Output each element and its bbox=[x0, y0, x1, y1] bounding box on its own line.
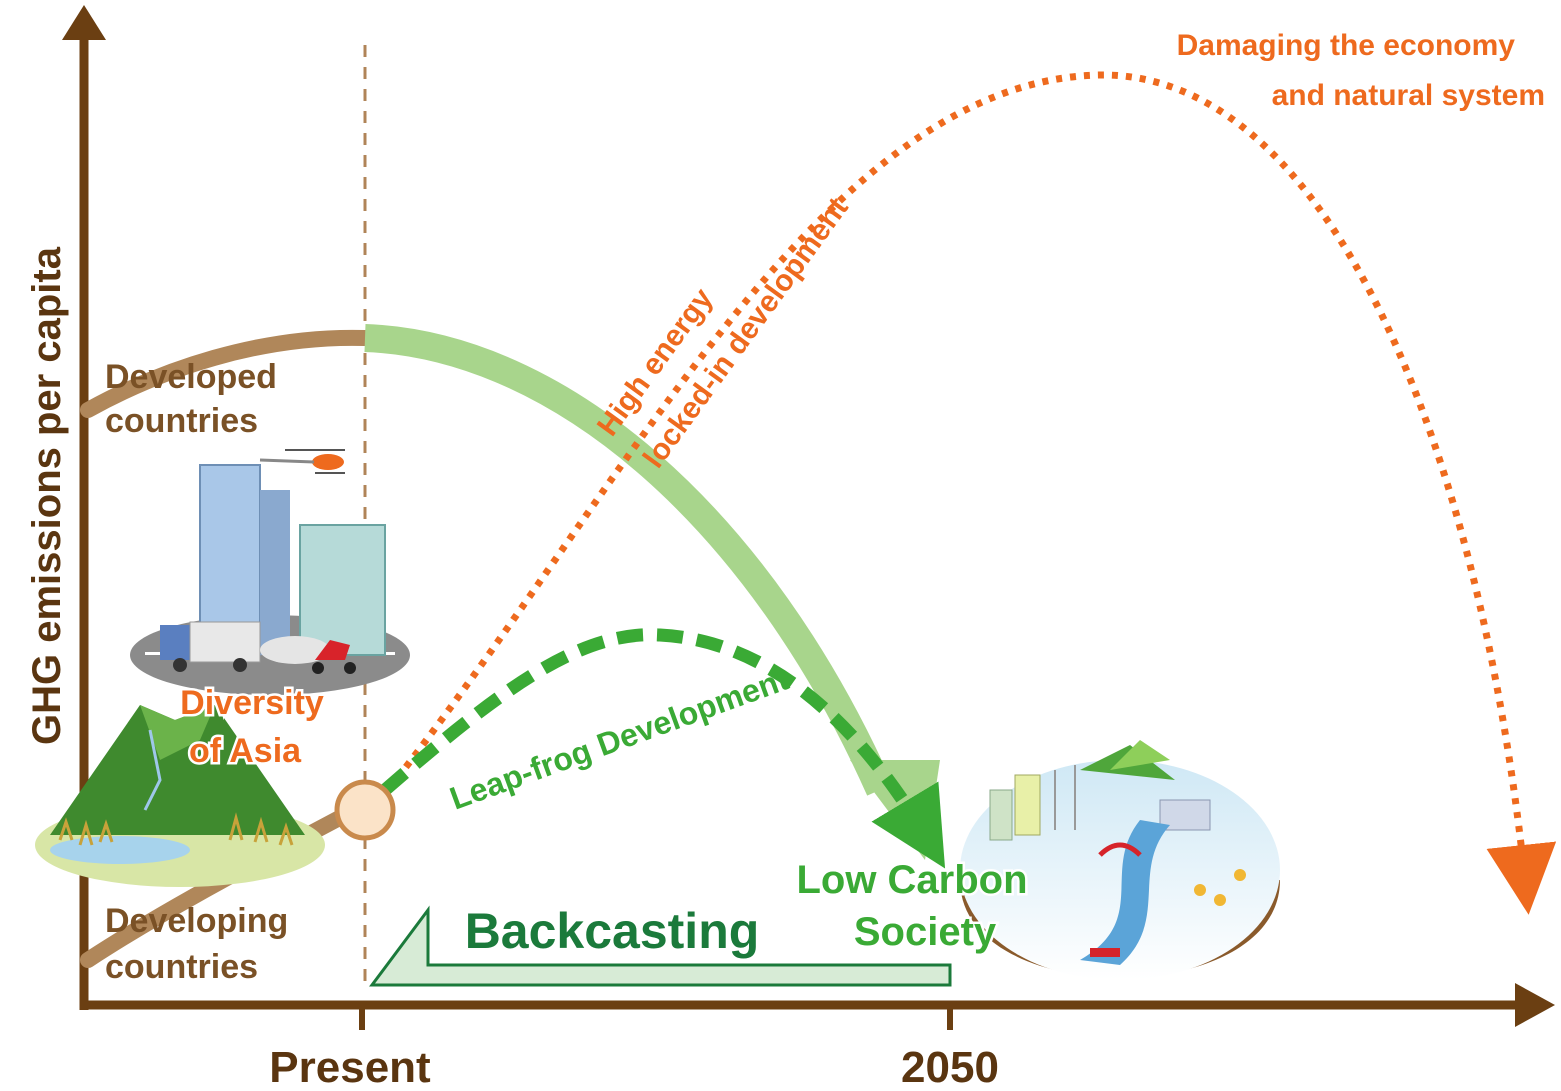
high-energy-path bbox=[377, 71, 1557, 915]
diversity-label-line2: of Asia bbox=[189, 732, 302, 770]
diversity-label-line1: Diversity bbox=[180, 684, 324, 722]
developing-label-line2: countries bbox=[105, 948, 258, 986]
developed-reduction-arrow bbox=[364, 324, 893, 796]
developed-label-line1: Developed bbox=[105, 358, 277, 396]
leapfrog-label: Leap-frog Development bbox=[445, 660, 793, 816]
damaging-label-line2: and natural system bbox=[1272, 79, 1545, 112]
low-carbon-label-line2: Society bbox=[854, 910, 997, 954]
developed-reduction-arrowhead bbox=[850, 760, 940, 860]
developed-label-line2: countries bbox=[105, 402, 258, 440]
y-axis-arrowhead bbox=[62, 5, 106, 40]
y-axis-label: GHG emissions per capita bbox=[25, 246, 69, 745]
damaging-label-line1: Damaging the economy bbox=[1177, 29, 1516, 62]
x-tick-present: Present bbox=[269, 1043, 431, 1091]
mountain-rice-field-icon bbox=[35, 705, 325, 887]
x-axis-arrowhead bbox=[1515, 983, 1555, 1027]
present-marker bbox=[334, 779, 396, 841]
backcasting-arrow bbox=[369, 905, 952, 987]
x-tick-2050: 2050 bbox=[901, 1043, 999, 1091]
low-carbon-label-line1: Low Carbon bbox=[796, 858, 1027, 902]
leapfrog-path bbox=[380, 628, 946, 869]
backcasting-label: Backcasting bbox=[465, 903, 760, 959]
developed-curve bbox=[80, 329, 373, 418]
low-carbon-city-icon bbox=[960, 740, 1280, 980]
developing-label-line1: Developing bbox=[105, 902, 288, 940]
city-traffic-icon bbox=[130, 464, 410, 695]
helicopter-icon bbox=[259, 449, 345, 474]
